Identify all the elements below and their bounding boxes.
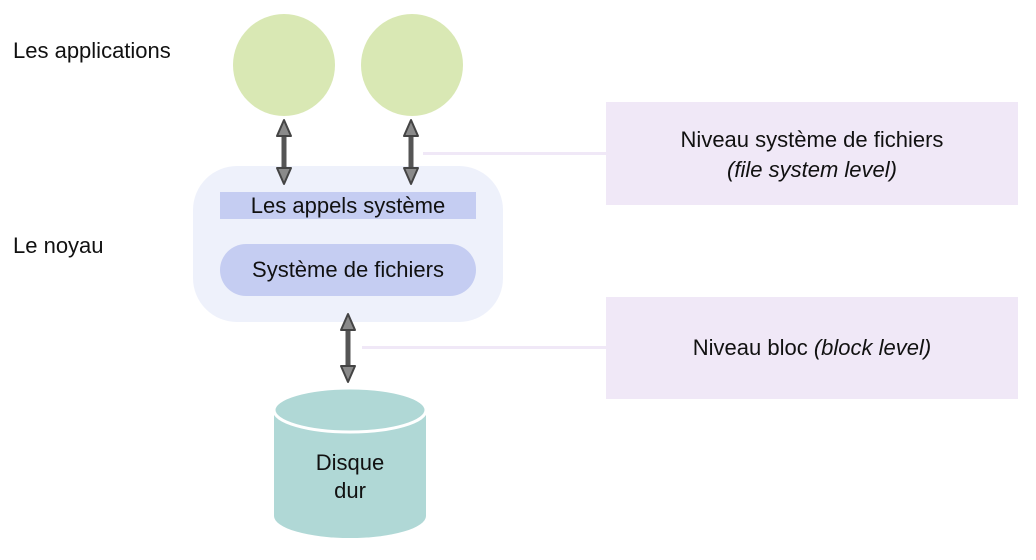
- block-level-subtitle: (block level): [813, 335, 932, 360]
- application-circle-2: [361, 14, 463, 116]
- system-calls-bar: Les appels système: [220, 192, 476, 219]
- application-circle-1: [233, 14, 335, 116]
- block-level-title: Niveau bloc: [692, 335, 808, 360]
- applications-label: Les applications: [13, 38, 171, 63]
- kernel-label: Le noyau: [13, 233, 104, 258]
- filesystem-pill: Système de fichiers: [220, 244, 476, 296]
- fs-level-subtitle: (file system level): [727, 157, 897, 182]
- arrow-kernel-disk: [340, 313, 356, 383]
- block-level-box: Niveau bloc (block level): [606, 297, 1018, 399]
- arrow-app1-syscalls: [276, 119, 292, 185]
- fs-level-connector: [423, 152, 607, 155]
- disk-label: Disque dur: [315, 450, 385, 503]
- block-level-connector: [362, 346, 607, 349]
- arrow-app2-syscalls: [403, 119, 419, 185]
- fs-level-title: Niveau système de fichiers: [680, 127, 944, 152]
- hard-disk-icon: [272, 386, 428, 538]
- fs-level-box: Niveau système de fichiers (file system …: [606, 102, 1018, 205]
